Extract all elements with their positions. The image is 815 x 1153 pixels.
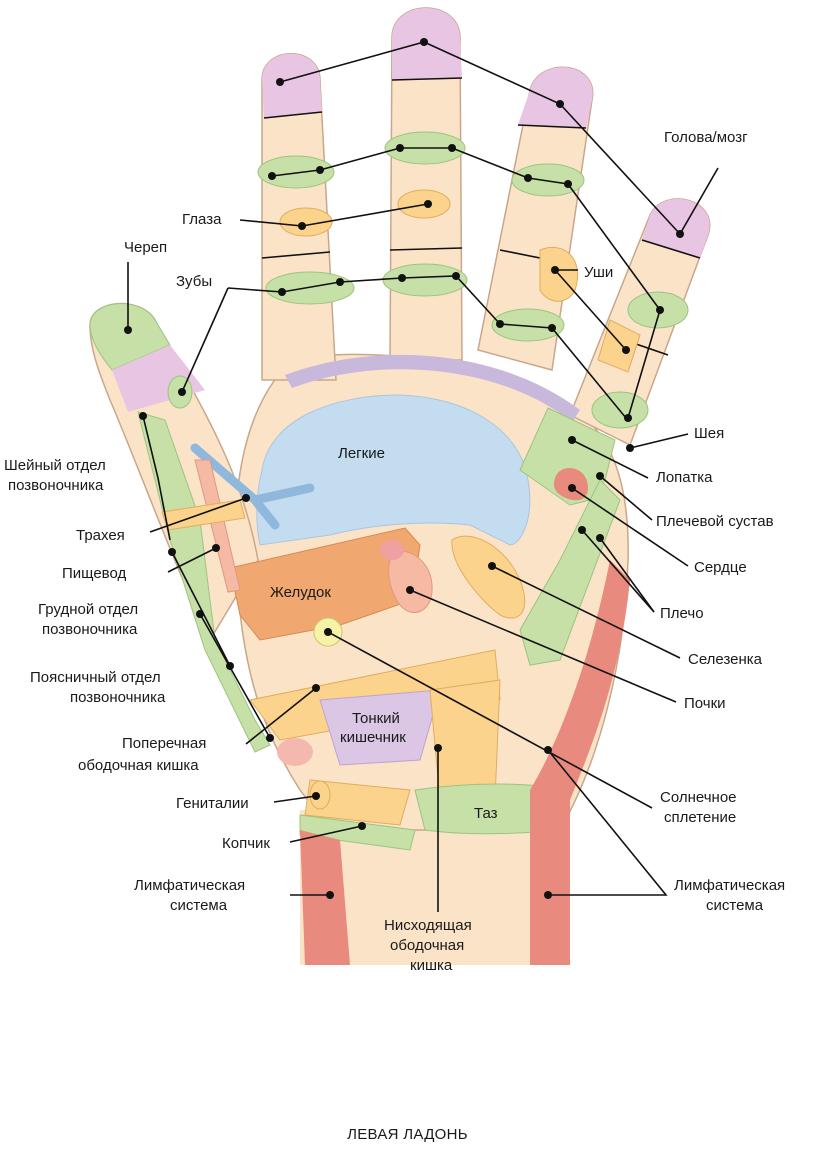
leader-pishevod	[167, 547, 217, 573]
small-intestine-zone	[319, 689, 441, 766]
ring-green-zone-lower	[491, 308, 565, 342]
palm-zones	[137, 354, 630, 965]
thumb-tip-zone	[89, 303, 171, 371]
leader-plecho-2	[599, 537, 655, 613]
leader-ushi-2	[554, 269, 627, 351]
leader-selezenka	[491, 565, 681, 659]
label-pishevod: Пищевод	[62, 565, 126, 582]
finger-joint-lines	[261, 77, 701, 356]
label-genitalii: Гениталии	[176, 795, 249, 812]
label-ushi: Уши	[584, 264, 613, 281]
index-green-zone-upper	[257, 155, 335, 189]
label-poyasnichniy-2: позвоночника	[70, 689, 166, 706]
leader-poperechnaya	[245, 687, 317, 745]
label-poperechnaya-2: ободочная кишка	[78, 757, 199, 774]
label-solnechnoe-2: сплетение	[664, 809, 736, 826]
label-taz: Таз	[474, 805, 498, 822]
coccyx-zone	[299, 814, 416, 851]
labels: Голова/мозг Глаза Череп Зубы Уши Легкие …	[4, 129, 785, 974]
label-poyasnichniy-1: Поясничный отдел	[30, 669, 161, 686]
lymph-zone-right	[530, 560, 630, 965]
spine-zone	[137, 411, 271, 753]
descending-colon-zone	[429, 679, 501, 801]
label-cherep: Череп	[124, 239, 167, 256]
leader-green-chain-1	[271, 147, 661, 419]
ring-green-zone-upper	[511, 163, 585, 197]
label-nishod-2: ободочная	[390, 937, 464, 954]
leader-sheya	[629, 433, 689, 449]
ring-tip-zone	[518, 67, 593, 128]
trachea-lines	[190, 443, 315, 530]
label-limf-left-1: Лимфатическая	[134, 877, 245, 894]
label-pochki: Почки	[684, 695, 726, 712]
trachea-zone	[161, 499, 246, 531]
label-grudnoy-2: позвоночника	[42, 621, 138, 638]
label-limf-right-2: система	[706, 897, 764, 914]
label-limf-right-1: Лимфатическая	[674, 877, 785, 894]
eye-zone-index	[279, 207, 333, 237]
label-solnechnoe-1: Солнечное	[660, 789, 737, 806]
ear-zone-little	[597, 319, 641, 373]
shoulder-zone	[519, 479, 621, 666]
lymph-zone-left	[300, 830, 350, 965]
kidney-top	[380, 540, 404, 560]
label-tonkiy-2: кишечник	[340, 729, 406, 746]
label-kopchik: Копчик	[222, 835, 270, 852]
leader-lopatka	[571, 439, 649, 479]
diaphragm-band	[285, 354, 580, 422]
label-zuby: Зубы	[176, 273, 212, 290]
index-tip-zone	[262, 53, 322, 118]
kidney-zone	[388, 550, 433, 613]
leader-zuby	[227, 275, 627, 419]
label-grudnoy-1: Грудной отдел	[38, 601, 138, 618]
leader-pochki	[409, 589, 677, 703]
leader-plecho	[581, 529, 655, 613]
label-sheyniy-2: позвоночника	[8, 477, 104, 494]
label-selezenka: Селезенка	[688, 651, 763, 668]
leader-golova	[679, 167, 719, 235]
leader-traheya	[149, 497, 247, 533]
label-sheyniy-1: Шейный отдел	[4, 457, 106, 474]
leader-solnechnoe	[327, 631, 653, 809]
sigmoid-colon-zone	[304, 779, 411, 826]
genitals-zone	[309, 780, 331, 810]
leader-limf-right	[547, 749, 668, 896]
label-plechevoy: Плечевой сустав	[656, 513, 774, 530]
label-plecho: Плечо	[660, 605, 704, 622]
label-nishod-3: кишка	[410, 957, 453, 974]
leader-poyasnichniy	[199, 613, 271, 739]
index-green-zone-lower	[265, 271, 355, 305]
leader-zuby-thumb	[181, 287, 229, 393]
leader-serdce	[571, 487, 689, 567]
label-glaza: Глаза	[182, 211, 222, 228]
label-sheya: Шея	[694, 425, 724, 442]
middle-green-zone-lower	[382, 263, 468, 297]
label-nishod-1: Нисходящая	[384, 917, 472, 934]
stomach-zone	[229, 527, 421, 641]
label-serdce: Сердце	[694, 559, 747, 576]
genitals-pink-zone	[277, 738, 313, 766]
leader-plechevoy	[599, 475, 653, 521]
spleen-zone	[451, 535, 526, 619]
label-golova: Голова/мозг	[664, 129, 748, 146]
leader-grudnoy	[171, 551, 231, 667]
diagram-caption: ЛЕВАЯ ЛАДОНЬ	[347, 1126, 468, 1143]
lungs-zone	[256, 394, 531, 546]
leader-kopchik	[289, 825, 363, 843]
label-traheya: Трахея	[76, 527, 125, 544]
leader-lines	[124, 38, 719, 912]
label-tonkiy-1: Тонкий	[352, 710, 400, 727]
leader-golova-chain	[279, 41, 681, 235]
label-poperechnaya-1: Поперечная	[122, 735, 206, 752]
label-limf-left-2: система	[170, 897, 228, 914]
leader-genitalii	[273, 795, 317, 803]
label-zheludok: Желудок	[270, 584, 331, 601]
label-legkie: Легкие	[338, 445, 385, 462]
label-lopatka: Лопатка	[656, 469, 713, 486]
leader-sheyniy	[142, 415, 171, 541]
